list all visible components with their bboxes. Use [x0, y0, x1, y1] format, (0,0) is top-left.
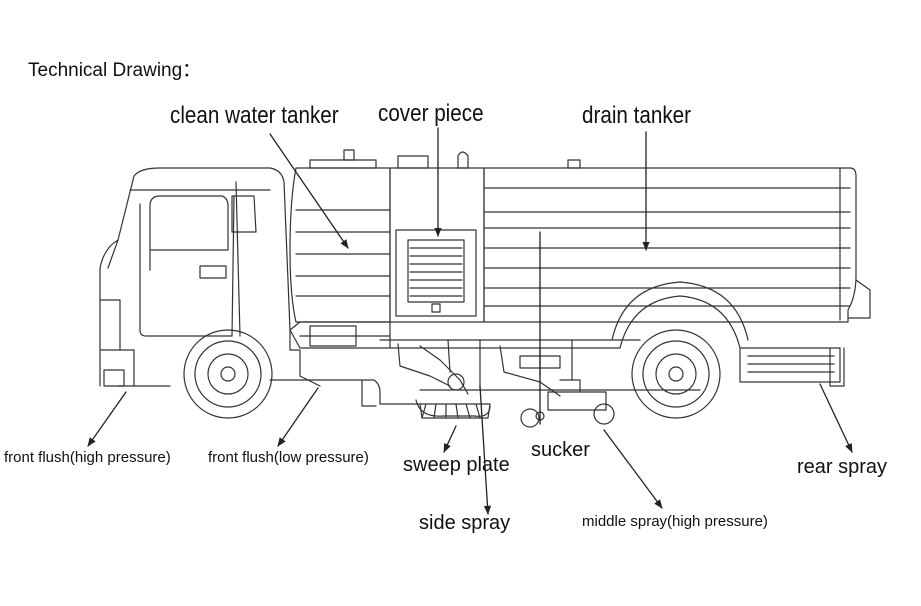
cab-window — [150, 196, 256, 250]
cab-door — [140, 182, 240, 336]
label-rear-spray: rear spray — [797, 456, 888, 478]
front-wheel — [184, 330, 272, 418]
drain-tank — [484, 160, 870, 322]
label-cover-piece: cover piece — [378, 100, 484, 127]
label-sweep-plate: sweep plate — [403, 454, 510, 476]
label-clean-water-tanker: clean water tanker — [170, 102, 339, 129]
drawing-title: Technical Drawing： — [28, 60, 202, 81]
label-side-spray: side spray — [419, 512, 511, 534]
label-drain-tanker: drain tanker — [582, 102, 692, 129]
sweep-brush — [420, 374, 490, 418]
engine-cover — [390, 152, 484, 322]
pointer-lines — [88, 128, 852, 515]
label-front-flush-low: front flush(low pressure) — [208, 449, 369, 466]
label-front-flush-high: front flush(high pressure) — [4, 449, 171, 466]
chassis-frame — [270, 282, 844, 406]
sweeper-mechanism — [398, 340, 614, 427]
label-sucker: sucker — [531, 439, 590, 461]
label-middle-spray: middle spray(high pressure) — [582, 513, 768, 530]
clean-water-tank — [290, 150, 428, 322]
cab-outline — [100, 168, 290, 386]
rear-wheel — [632, 330, 720, 418]
